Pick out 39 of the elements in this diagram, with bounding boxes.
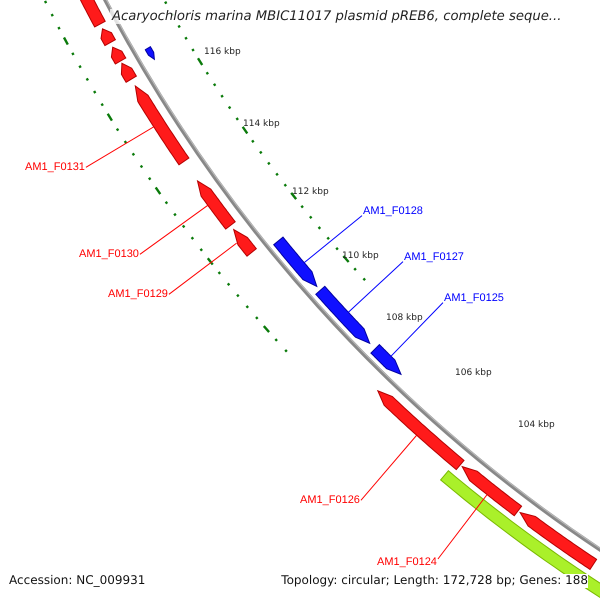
gene-segment [376,390,465,470]
info-text: Accession: NC_009931 [9,574,146,588]
leader-line [348,261,404,313]
gene-segment [110,46,127,65]
tick-label: 108 kbp [386,313,423,324]
leader-line [390,302,444,357]
tick-label: 114 kbp [243,119,280,130]
gene-label: AM1_F0125 [444,292,504,305]
tick-label: 110 kbp [342,251,379,262]
gene-label: AM1_F0128 [363,205,423,218]
gene-segment [232,228,257,257]
leader-line [139,204,208,255]
leader-line [360,434,418,501]
gene-segment [196,180,236,230]
gene-segment [519,512,598,570]
gene-label: AM1_F0124 [377,556,437,569]
tick-label: 116 kbp [204,47,241,58]
gene-segment [440,470,600,600]
tick-label: 106 kbp [455,368,492,378]
gene-label: AM1_F0127 [404,251,464,264]
leader-line [437,494,488,560]
leader-line [304,215,362,264]
gene-segment [120,62,138,83]
gene-segment [144,46,155,60]
leader-line [85,126,154,168]
gene-segment [100,28,116,46]
gene-label: AM1_F0129 [108,288,168,301]
gene-segment [315,286,371,344]
tick-label: 104 kbp [518,420,555,430]
gene-label: AM1_F0126 [300,494,360,507]
gene-segment [134,84,190,166]
gene-label: AM1_F0130 [79,248,139,261]
leader-line [168,242,238,295]
gene-segment [273,236,318,288]
gene-segment [461,466,522,516]
tick-label: 112 kbp [292,187,329,198]
info-text: Topology: circular; Length: 172,728 bp; Genes: 188 [281,574,588,588]
gene-segment [370,344,402,376]
gene-label: AM1_F0131 [25,161,85,174]
